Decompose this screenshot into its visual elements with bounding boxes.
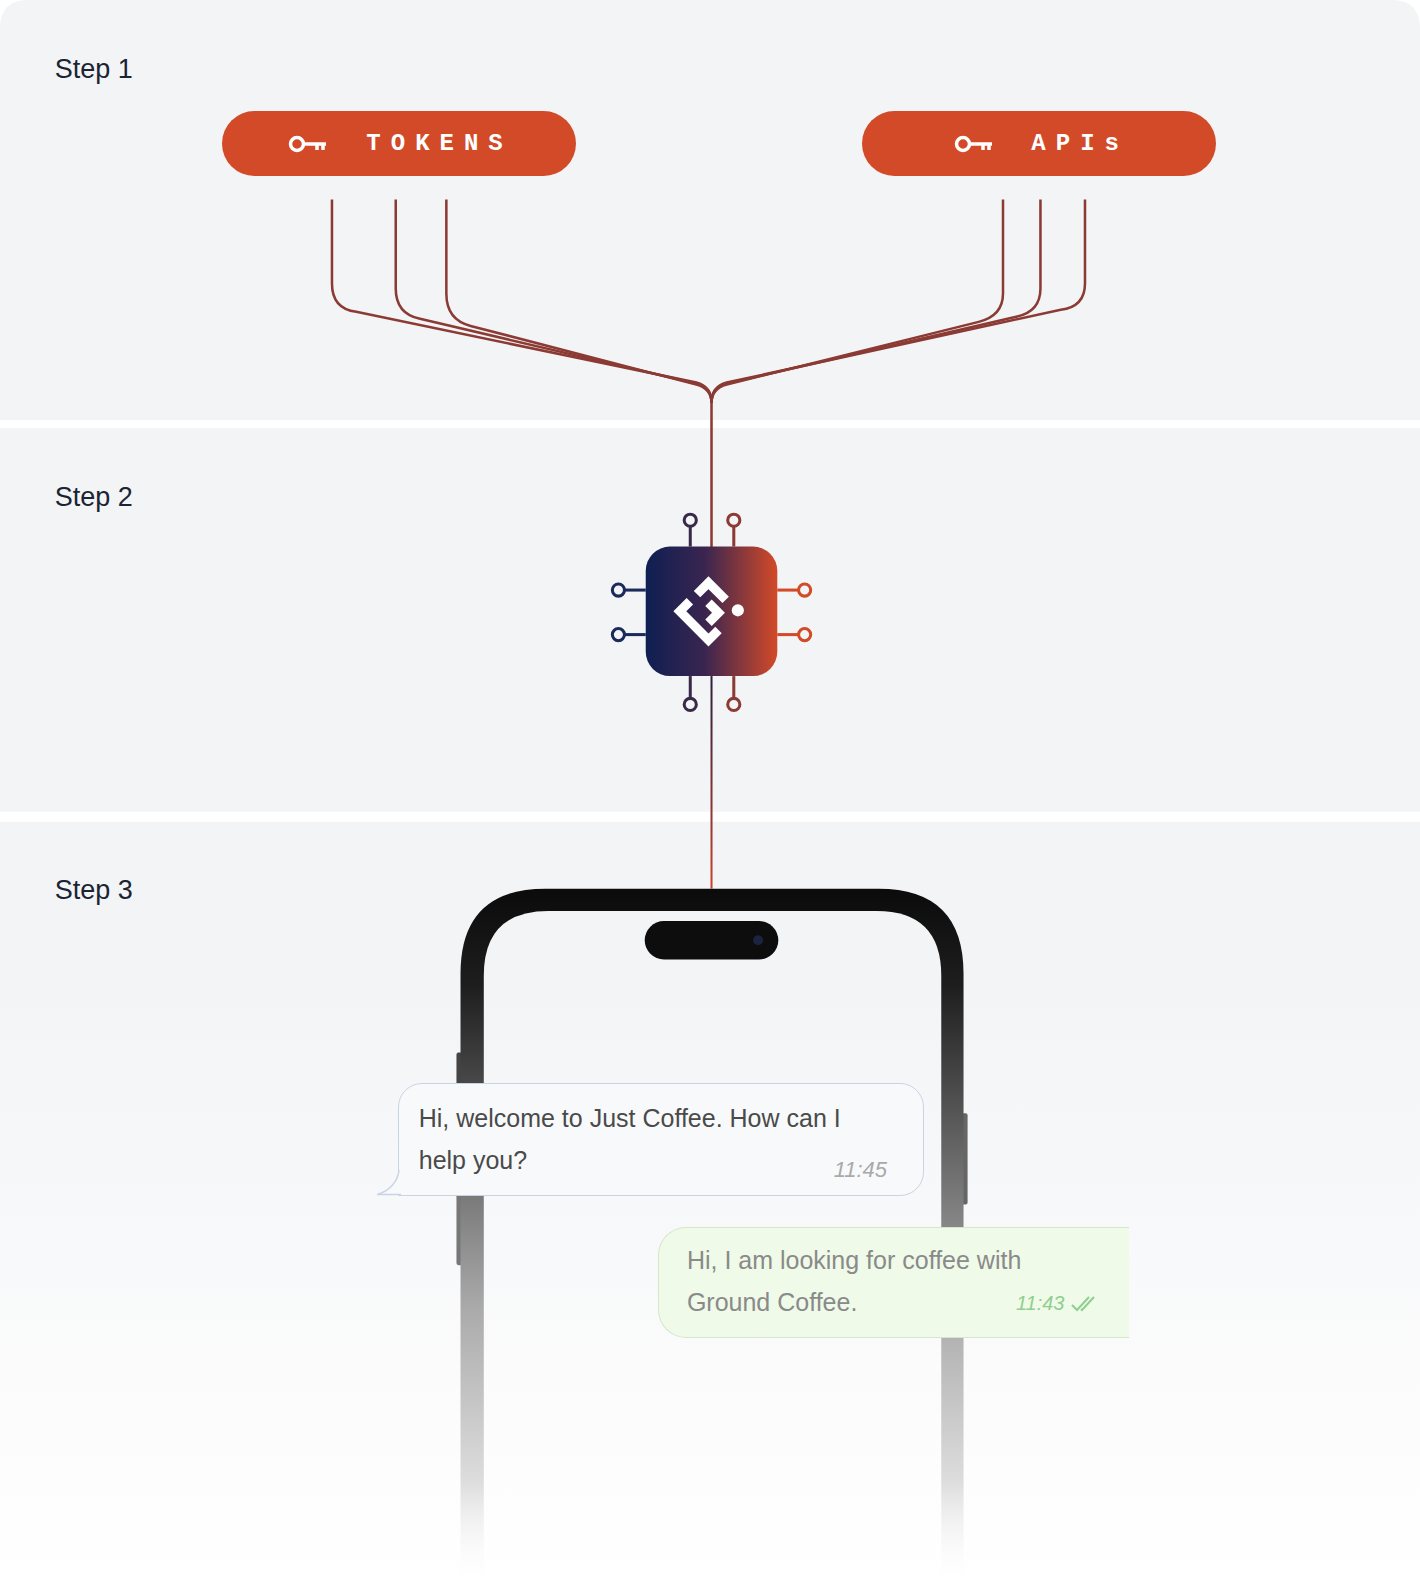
message-text: Hi, welcome to Just Coffee. How can I he… bbox=[419, 1097, 889, 1181]
read-ticks bbox=[1071, 1295, 1101, 1313]
bubble-tail bbox=[377, 1170, 401, 1196]
pill-label: TOKENS bbox=[366, 130, 512, 157]
key-blade bbox=[970, 144, 992, 150]
api-pill: APIs bbox=[862, 111, 1215, 176]
key-icon bbox=[288, 133, 330, 155]
step-band: Step 1 TOKENS APIs bbox=[0, 0, 1420, 420]
token-pill: TOKENS bbox=[222, 111, 576, 176]
pill-label: APIs bbox=[1031, 130, 1129, 157]
output-wire bbox=[711, 676, 713, 889]
bubble-tail-fill bbox=[377, 1170, 401, 1195]
step-band-ground bbox=[0, 822, 1420, 1587]
step-label: Step 3 bbox=[55, 875, 133, 906]
read-tick bbox=[1072, 1297, 1094, 1310]
bubble-tail-outline bbox=[377, 1170, 401, 1195]
key-ring bbox=[957, 137, 970, 150]
outgoing-message: Hi, I am looking for coffee with Ground … bbox=[658, 1227, 1129, 1338]
message-time: 11:43 bbox=[1016, 1292, 1065, 1315]
step-band-ground bbox=[0, 428, 1420, 812]
step-band-ground bbox=[0, 0, 1420, 420]
key-blade bbox=[304, 144, 326, 150]
step-band: Step 2 bbox=[0, 428, 1420, 812]
message-text: Hi, I am looking for coffee with Ground … bbox=[687, 1239, 1049, 1323]
key-ring bbox=[291, 137, 304, 150]
incoming-message: Hi, welcome to Just Coffee. How can I he… bbox=[398, 1083, 924, 1196]
key-icon bbox=[954, 133, 996, 155]
input-wires bbox=[332, 199, 1085, 551]
step-band: Step 3 Hi, welcome to Just Coffee. How ca… bbox=[0, 822, 1420, 1587]
step-label: Step 2 bbox=[55, 482, 133, 513]
message-time: 11:45 bbox=[834, 1157, 887, 1183]
step-label: Step 1 bbox=[55, 54, 133, 85]
